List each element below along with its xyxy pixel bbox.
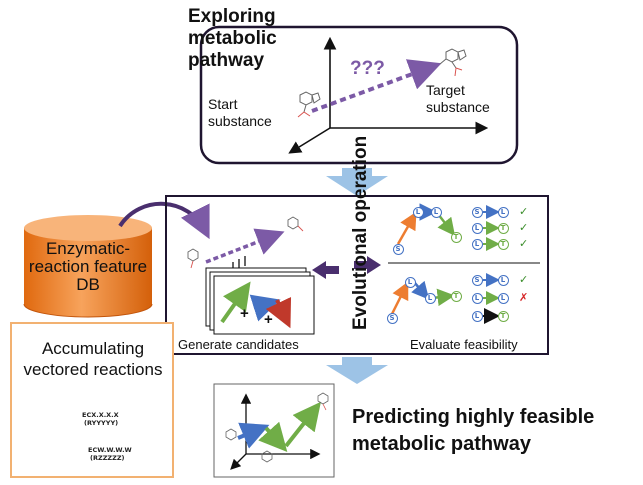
eval-node-l-17: L <box>497 292 509 304</box>
flow-arrow-down-2 <box>326 357 388 384</box>
target-molecule-icon <box>439 48 467 77</box>
eval-node-s-14: S <box>471 274 483 286</box>
result-blue-vector <box>237 422 270 449</box>
plus-sign-1: + <box>240 305 249 322</box>
eval-node-l-15: L <box>497 274 509 286</box>
candidate-red-vector <box>265 296 292 329</box>
eval-node-l-1: L <box>412 206 424 218</box>
eval-node-l-6: L <box>424 292 436 304</box>
start-substance-label: Start substance <box>208 96 272 129</box>
result-teal-vector <box>258 421 288 452</box>
start-molecule-icon <box>297 91 321 118</box>
card-front-ec: ECX.X.X.X <box>82 411 119 419</box>
generate-candidates-label: Generate candidates <box>178 337 299 352</box>
candidate-cards-stack <box>205 267 315 335</box>
3d-axes <box>288 36 489 154</box>
check-mark-icon-3: ✓ <box>519 273 529 286</box>
evaluate-feasibility-label: Evaluate feasibility <box>410 337 518 352</box>
card-back-ec: ECW.W.W.W <box>88 446 132 454</box>
flow-arrow-down-1 <box>326 168 388 196</box>
accumulating-panel <box>10 322 174 478</box>
result-panel-frame <box>213 383 335 478</box>
result-molecule-icons <box>225 392 329 463</box>
eval-path-lower <box>390 280 455 315</box>
result-green-vector <box>284 401 321 448</box>
eval-node-l-2: L <box>430 206 442 218</box>
eval-node-s-0: S <box>392 243 404 255</box>
cross-mark-icon-4: ✗ <box>519 291 529 304</box>
eval-path-upper <box>396 203 456 245</box>
eval-node-s-4: S <box>386 312 398 324</box>
eval-chains <box>483 205 500 324</box>
target-substance-label: Target substance <box>426 82 490 115</box>
accumulating-label: Accumulating vectored reactions <box>23 339 163 379</box>
evolutional-operation-label: Evolutional operation <box>350 135 371 330</box>
unknown-pathway-label: ??? <box>350 58 385 79</box>
card-back-reaction: (RZZZZZ) <box>90 454 125 462</box>
eval-node-l-9: L <box>497 206 509 218</box>
candidate-dashed-arrow <box>205 228 285 264</box>
eval-node-l-12: L <box>471 238 483 250</box>
eval-node-l-10: L <box>471 222 483 234</box>
feature-db-label: Enzymatic-reaction feature DB <box>28 239 148 294</box>
eval-node-l-5: L <box>404 276 416 288</box>
candidate-green-vector <box>220 281 251 324</box>
check-mark-icon-0: ✓ <box>519 205 529 218</box>
db-to-panel-arrow <box>118 201 210 240</box>
candidate-target-molecule-icon <box>287 216 304 232</box>
unknown-pathway-arrow <box>311 59 442 113</box>
exploring-pathway-title: Exploring metabolic pathway <box>188 6 277 71</box>
eval-node-t-7: T <box>450 290 462 302</box>
eval-node-l-16: L <box>471 292 483 304</box>
eval-node-t-11: T <box>497 222 509 234</box>
evolution-double-arrow <box>312 256 381 279</box>
eval-node-t-13: T <box>497 238 509 250</box>
eval-node-s-8: S <box>471 206 483 218</box>
eval-node-t-19: T <box>497 310 509 322</box>
feature-db-cylinder-icon <box>23 215 153 318</box>
check-mark-icon-1: ✓ <box>519 221 529 234</box>
eval-node-l-18: L <box>471 310 483 322</box>
predicting-pathway-label: Predicting highly feasible metabolic pat… <box>352 406 595 455</box>
eval-node-t-3: T <box>450 231 462 243</box>
check-mark-icon-2: ✓ <box>519 237 529 250</box>
middle-panel-frame <box>165 195 549 355</box>
card-front-reaction: (RYYYYY) <box>84 419 119 427</box>
candidate-start-molecule-icon <box>187 248 199 269</box>
plus-sign-2: + <box>264 311 273 328</box>
